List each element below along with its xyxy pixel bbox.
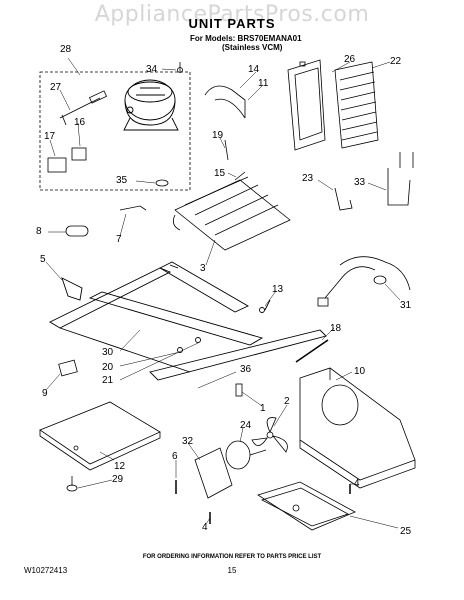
callout-34: 34 <box>146 64 158 75</box>
callout-1: 1 <box>260 403 266 414</box>
wire-harness-31 <box>317 256 411 307</box>
document-number: W10272413 <box>24 566 68 575</box>
screw-1 <box>235 383 243 397</box>
callout-14: 14 <box>248 64 260 75</box>
callout-20: 20 <box>102 362 114 373</box>
callout-18: 18 <box>330 323 342 334</box>
callout-24: 24 <box>240 420 252 431</box>
callout-5: 5 <box>40 254 46 265</box>
tube-14 <box>204 85 246 118</box>
ordering-info-footer: FOR ORDERING INFORMATION REFER TO PARTS … <box>142 554 322 560</box>
callout-17: 17 <box>44 131 56 142</box>
fan-blade-2 <box>251 417 288 453</box>
models-label: For Models: BRS70EMANA01 (Stainless VCM) <box>190 34 320 52</box>
fan-motor-24 <box>225 440 267 470</box>
drain-pan-25 <box>257 481 356 531</box>
watermark: AppliancePartsPros.com <box>94 2 370 27</box>
callout-26: 26 <box>344 54 356 65</box>
callout-36: 36 <box>240 364 252 375</box>
callout-23: 23 <box>302 173 314 184</box>
callout-15: 15 <box>214 168 226 179</box>
callout-8: 8 <box>36 226 42 237</box>
callout-6: 6 <box>172 451 178 462</box>
callout-21: 21 <box>102 375 114 386</box>
compressor-kit-box <box>39 71 191 191</box>
callout-25: 25 <box>400 526 412 537</box>
sensor-23 <box>334 187 353 211</box>
callout-28: 28 <box>60 44 72 55</box>
callout-7: 7 <box>116 234 122 245</box>
fan-bracket-10 <box>299 367 416 489</box>
models-line-1: For Models: BRS70EMANA01 <box>190 34 302 43</box>
callout-22: 22 <box>390 56 402 67</box>
condenser-coil-3 <box>172 176 291 251</box>
sensor-33 <box>387 168 411 206</box>
callout-30: 30 <box>102 347 114 358</box>
callout-2: 2 <box>284 396 290 407</box>
rod-18 <box>295 339 329 363</box>
callout-31: 31 <box>400 300 412 311</box>
models-line-2: (Stainless VCM) <box>222 43 283 52</box>
callout-9: 9 <box>42 388 48 399</box>
leader-lines <box>45 57 401 529</box>
callout-4-right: 4 <box>354 478 360 489</box>
callout-3: 3 <box>200 263 206 274</box>
callout-16: 16 <box>74 117 86 128</box>
callout-27: 27 <box>50 82 62 93</box>
relay-overload <box>47 90 108 173</box>
condenser-22 <box>334 61 379 149</box>
pad-9 <box>58 359 78 377</box>
callout-11: 11 <box>258 78 269 89</box>
insulation-8 <box>65 225 89 237</box>
callout-35: 35 <box>116 175 128 186</box>
callout-19: 19 <box>212 130 224 141</box>
callout-32: 32 <box>182 436 194 447</box>
clamp-15 <box>234 171 246 181</box>
shroud-26 <box>287 59 326 151</box>
compressor <box>123 79 179 131</box>
valve-34 <box>177 62 183 73</box>
callout-33: 33 <box>354 177 366 188</box>
callout-29: 29 <box>112 474 124 485</box>
base-plate-12 <box>39 401 161 471</box>
callout-4-bottom: 4 <box>202 522 208 533</box>
callout-12: 12 <box>114 461 126 472</box>
drier-19 <box>224 139 229 161</box>
callout-10: 10 <box>354 366 366 377</box>
part-7 <box>119 205 147 211</box>
motor-bracket-32 <box>194 447 233 499</box>
callout-13: 13 <box>272 284 284 295</box>
page-title: UNIT PARTS <box>188 16 276 31</box>
grommet <box>155 179 169 187</box>
page-number: 15 <box>227 566 237 575</box>
base-cradle <box>49 261 327 381</box>
